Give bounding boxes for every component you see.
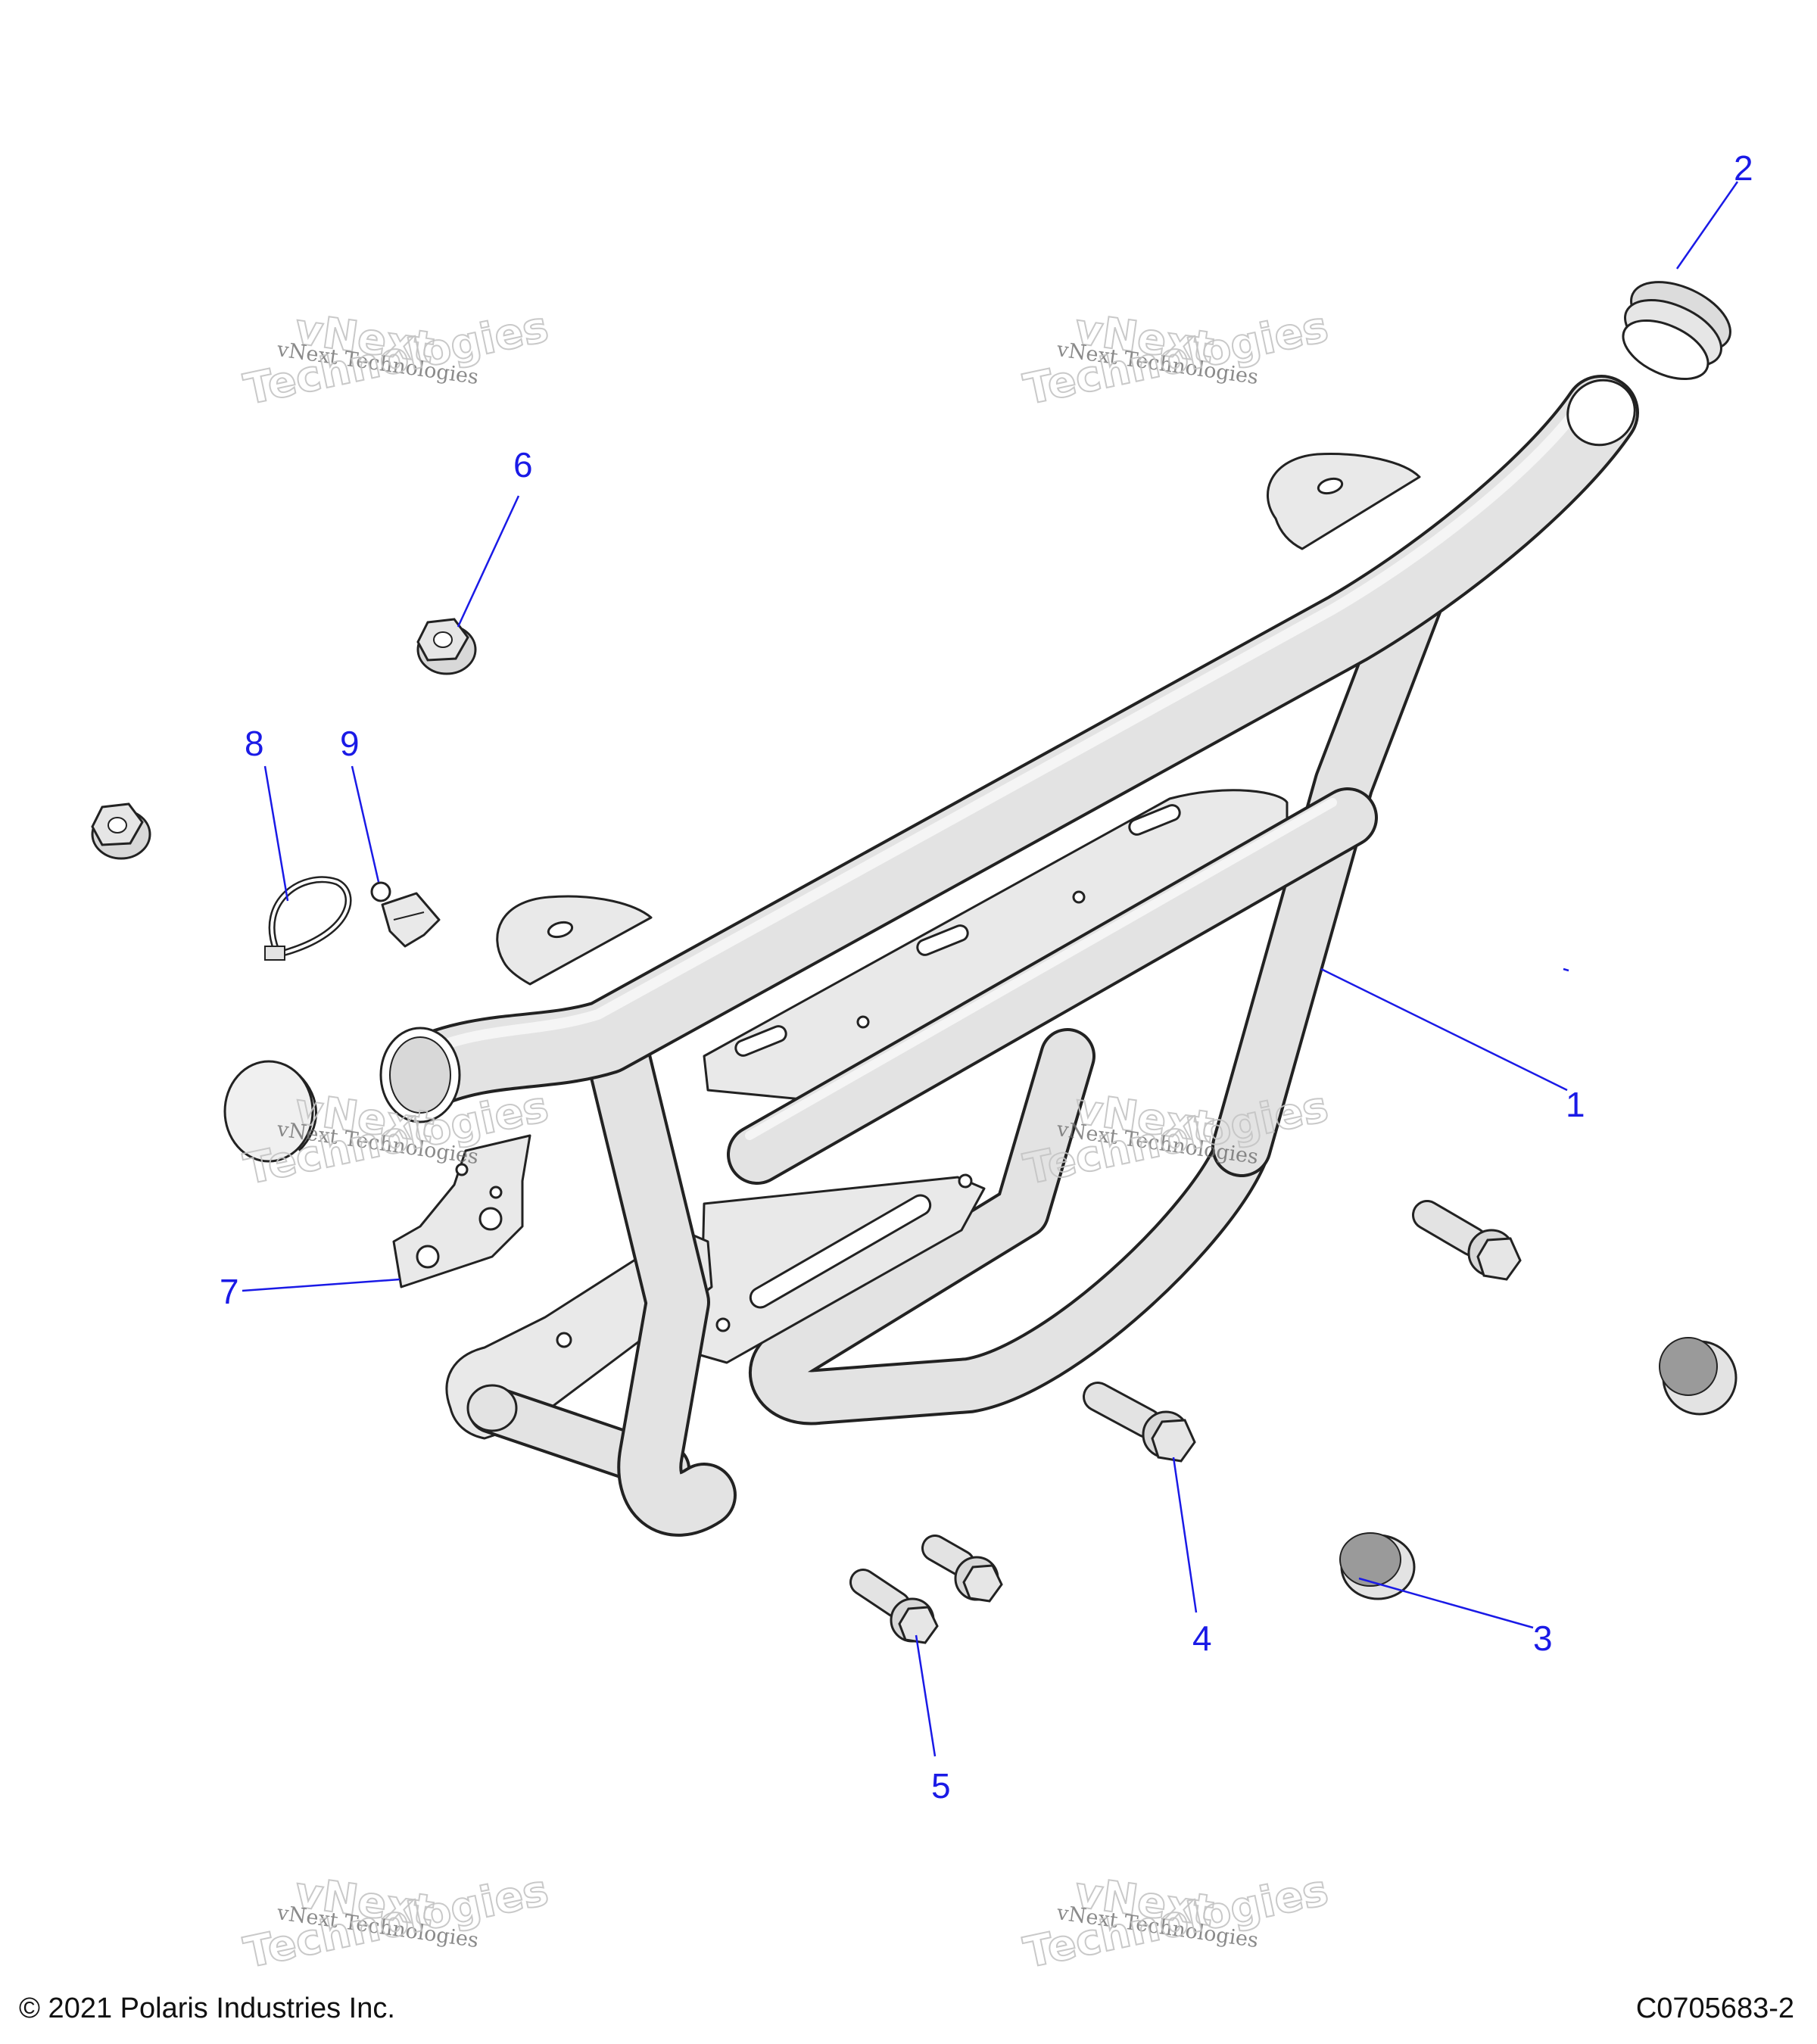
- end-cap-part-3: [1339, 1532, 1416, 1600]
- callout-2: 2: [1734, 148, 1753, 188]
- mount-tab-right: [1267, 453, 1421, 550]
- bolt-part-5: [849, 1569, 939, 1644]
- leader-lines: [242, 181, 1739, 1757]
- copyright-notice: © 2021 Polaris Industries Inc.: [19, 1993, 395, 2024]
- flange-nut-part-6: [416, 618, 477, 675]
- end-cap-right: [1659, 1337, 1738, 1416]
- drawing-number: C0705683-2: [1636, 1993, 1794, 2024]
- clip-part-9: [370, 881, 441, 948]
- callout-4: 4: [1192, 1619, 1212, 1658]
- end-cap-left: [223, 1060, 317, 1163]
- bolt-lower: [921, 1535, 1003, 1603]
- callout-3: 3: [1533, 1619, 1553, 1658]
- callout-1: 1: [1566, 1085, 1585, 1124]
- bracket-part-7: [392, 1134, 531, 1288]
- callout-numbers: 1 2 3 4 5 6 7 8 9: [220, 148, 1753, 1806]
- flange-nut-left: [91, 802, 151, 860]
- callout-6: 6: [513, 445, 533, 485]
- cable-tie-part-8: [264, 876, 352, 961]
- bumper-frame: [379, 375, 1639, 1537]
- bolt-upper: [1412, 1200, 1522, 1281]
- callout-9: 9: [340, 724, 360, 763]
- mount-tab-left: [496, 895, 653, 986]
- bolt-part-4: [1083, 1382, 1196, 1463]
- callout-7: 7: [220, 1272, 239, 1311]
- callout-5: 5: [931, 1766, 951, 1806]
- grommet-part-2: [1622, 281, 1731, 381]
- callout-8: 8: [245, 724, 264, 763]
